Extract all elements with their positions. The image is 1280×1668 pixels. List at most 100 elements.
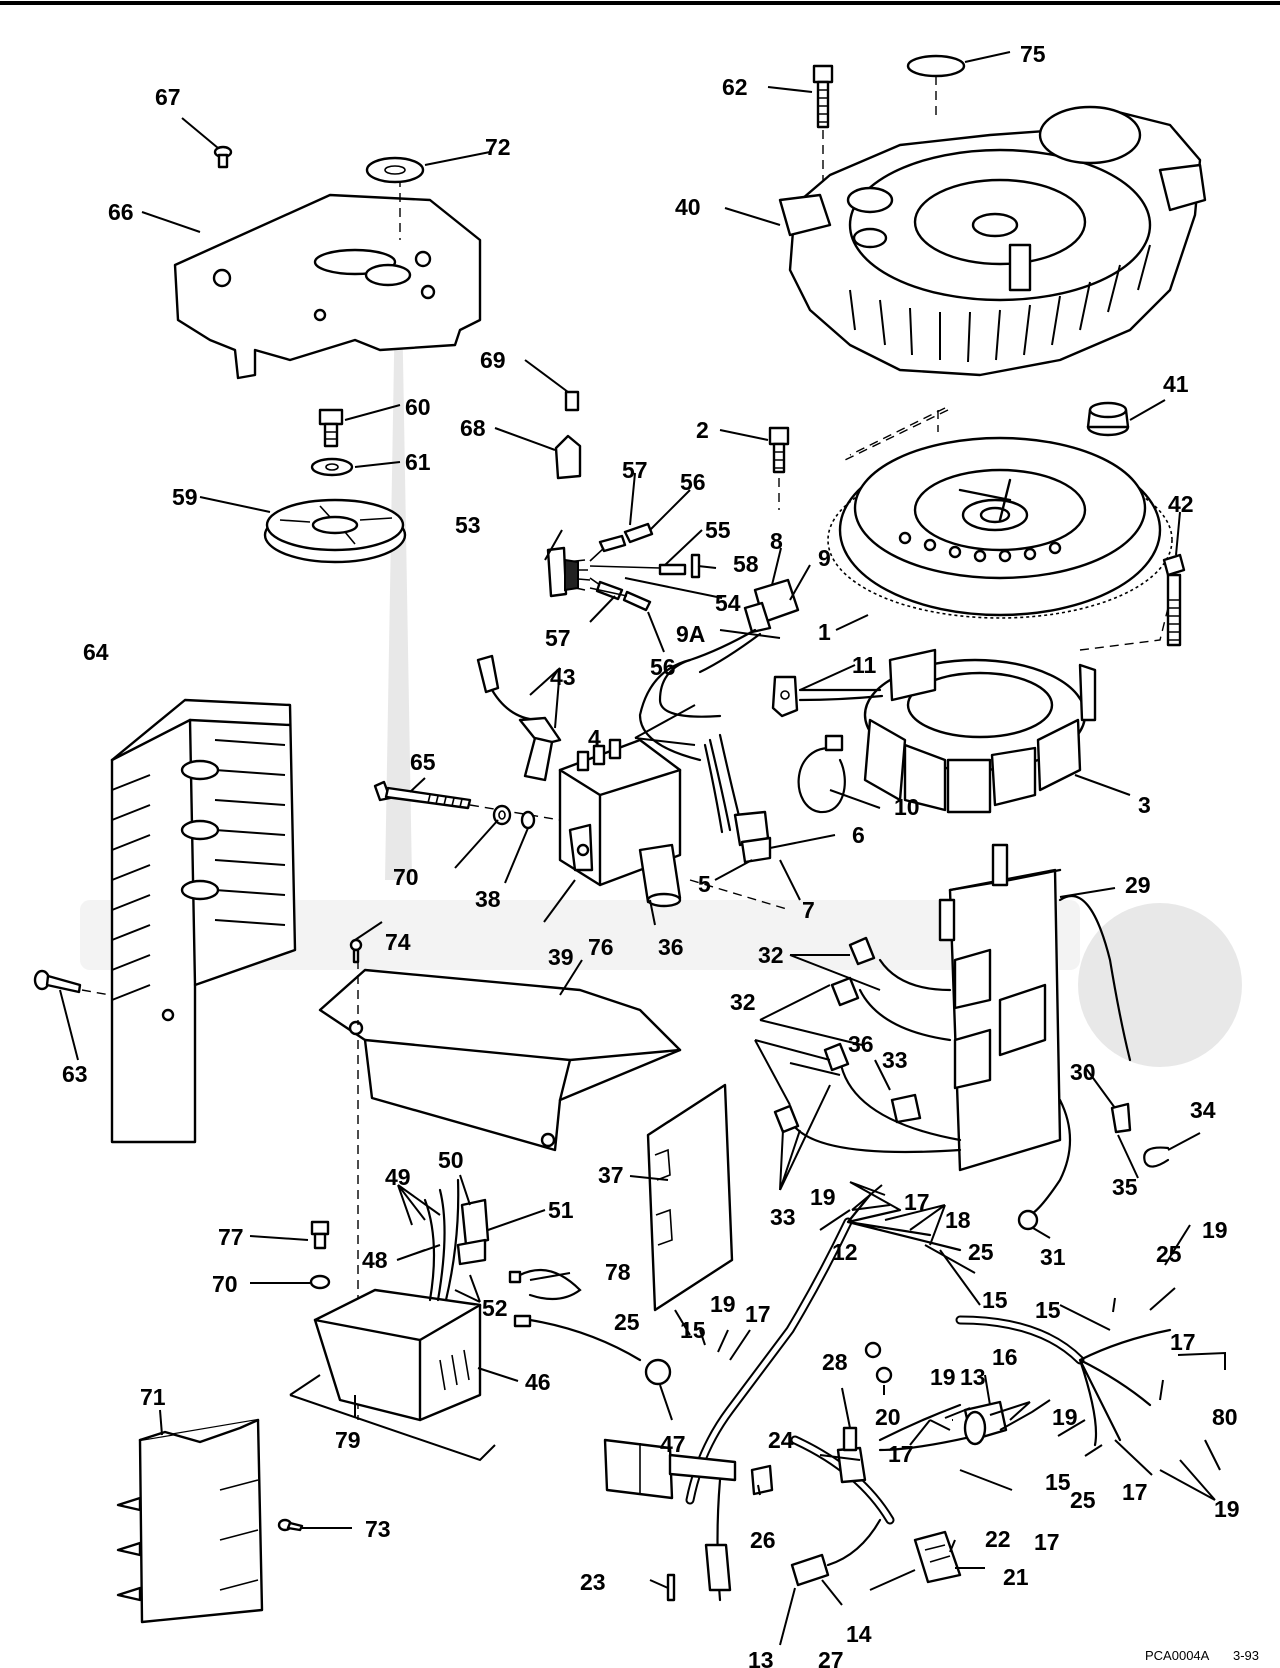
callout-37: 37: [598, 1162, 624, 1188]
part-40-flywheel-cover: [778, 105, 1207, 377]
callout-9A: 9A: [676, 621, 705, 647]
callout-19-c: 19: [1202, 1217, 1228, 1243]
part-73-screw: [277, 1518, 304, 1532]
part-26-clip: [750, 1464, 774, 1496]
part-58-pin: [690, 553, 701, 579]
callout-21: 21: [1003, 1564, 1029, 1590]
callout-7: 7: [802, 897, 815, 923]
callout-39: 39: [548, 944, 574, 970]
callout-25-d: 25: [1070, 1487, 1096, 1513]
callout-65: 65: [410, 749, 436, 775]
part-29-coil-bracket: [938, 843, 1132, 1231]
callout-19-f: 19: [1214, 1496, 1240, 1522]
callout-79: 79: [335, 1427, 361, 1453]
part-78-clamp: [508, 1268, 582, 1301]
callout-74: 74: [385, 929, 411, 955]
callout-55: 55: [705, 517, 731, 543]
watermark: [80, 300, 1242, 1067]
callout-75: 75: [1020, 41, 1046, 67]
callout-13-upper: 13: [960, 1364, 986, 1390]
part-66-plate: [173, 178, 482, 380]
callout-3: 3: [1138, 792, 1151, 818]
part-27-sensor: [790, 1518, 882, 1587]
callout-11: 11: [852, 652, 877, 678]
callout-48: 48: [362, 1247, 388, 1273]
callout-36-a: 36: [658, 934, 684, 960]
callout-17-c: 17: [1170, 1329, 1196, 1355]
part-72-washer: [365, 156, 425, 184]
callout-17-a: 17: [904, 1189, 930, 1215]
callout-34: 34: [1190, 1097, 1216, 1123]
drawing-reference: PCA0004A 3-93: [1145, 1648, 1259, 1663]
callout-73: 73: [365, 1516, 391, 1542]
part-43-spark-plug-leads: [476, 654, 562, 782]
callout-26: 26: [750, 1527, 776, 1553]
callout-70-b: 70: [212, 1271, 238, 1297]
callout-78: 78: [605, 1259, 631, 1285]
callout-17-d: 17: [888, 1441, 914, 1467]
callout-19-e: 19: [1052, 1404, 1078, 1430]
callout-17-e: 17: [1122, 1479, 1148, 1505]
flywheel-holes: [898, 531, 1062, 563]
callout-22: 22: [985, 1526, 1011, 1552]
part-63-screw: [33, 969, 111, 996]
part-6-connector: [703, 733, 772, 864]
drawing-code: PCA0004A: [1145, 1648, 1210, 1663]
callout-52: 52: [482, 1295, 508, 1321]
part-32-33-coil-leads: [773, 936, 962, 1154]
callout-72: 72: [485, 134, 511, 160]
callout-70-a: 70: [393, 864, 419, 890]
part-13-lead: [704, 1478, 732, 1602]
part-46-rectifier: [313, 1178, 482, 1422]
callout-19-d: 19: [930, 1364, 956, 1390]
part-76-cover-plate: [318, 960, 682, 1420]
part-24-sensor: [836, 1426, 867, 1484]
part-70-washer: [492, 804, 512, 826]
callout-46: 46: [525, 1369, 551, 1395]
callout-labels: 1 2 3 4 5 6 7 8 9 9A 10 11 12 13 13 14 1…: [62, 41, 1240, 1668]
callout-57-b: 57: [545, 625, 571, 651]
part-56-57-terminals: [589, 522, 687, 612]
callout-15-b: 15: [1035, 1297, 1061, 1323]
part-11-clip: [771, 675, 799, 718]
part-20-ring-terminal: [864, 1341, 893, 1384]
part-3-stator: [798, 648, 1097, 814]
callout-56-b: 56: [650, 654, 676, 680]
part-36-sleeve: [638, 843, 682, 908]
callout-9: 9: [818, 545, 831, 571]
callout-19-b: 19: [710, 1291, 736, 1317]
part-59-pulley: [263, 498, 407, 564]
callout-67: 67: [155, 84, 181, 110]
callout-16: 16: [992, 1344, 1018, 1370]
callout-42: 42: [1168, 491, 1194, 517]
callout-25-b: 25: [1156, 1241, 1182, 1267]
callout-27: 27: [818, 1647, 844, 1668]
callout-28: 28: [822, 1349, 848, 1375]
callout-32-a: 32: [758, 942, 784, 968]
callout-15-c: 15: [680, 1317, 706, 1343]
callout-32-b: 32: [730, 989, 756, 1015]
callout-17-b: 17: [745, 1301, 771, 1327]
callout-38: 38: [475, 886, 501, 912]
callout-66: 66: [108, 199, 134, 225]
callout-50: 50: [438, 1147, 464, 1173]
callout-71: 71: [140, 1384, 166, 1410]
callout-49: 49: [385, 1164, 411, 1190]
callout-2: 2: [696, 417, 709, 443]
part-60-bolt: [318, 408, 344, 448]
leader-lines: [59, 51, 1226, 1646]
part-61-washer: [310, 457, 354, 477]
drawing-date: 3-93: [1233, 1648, 1259, 1663]
callout-41: 41: [1163, 371, 1189, 397]
part-41-grommet: [1086, 401, 1130, 437]
callout-19-a: 19: [810, 1184, 836, 1210]
callout-77: 77: [218, 1224, 244, 1250]
part-23-pin: [666, 1573, 676, 1602]
callout-57-a: 57: [622, 457, 648, 483]
part-38-washer: [520, 810, 536, 830]
part-42-bolt: [1162, 553, 1186, 647]
part-1-flywheel: [827, 407, 1173, 651]
callout-56-a: 56: [680, 469, 706, 495]
callout-60: 60: [405, 394, 431, 420]
callout-33-a: 33: [882, 1047, 908, 1073]
